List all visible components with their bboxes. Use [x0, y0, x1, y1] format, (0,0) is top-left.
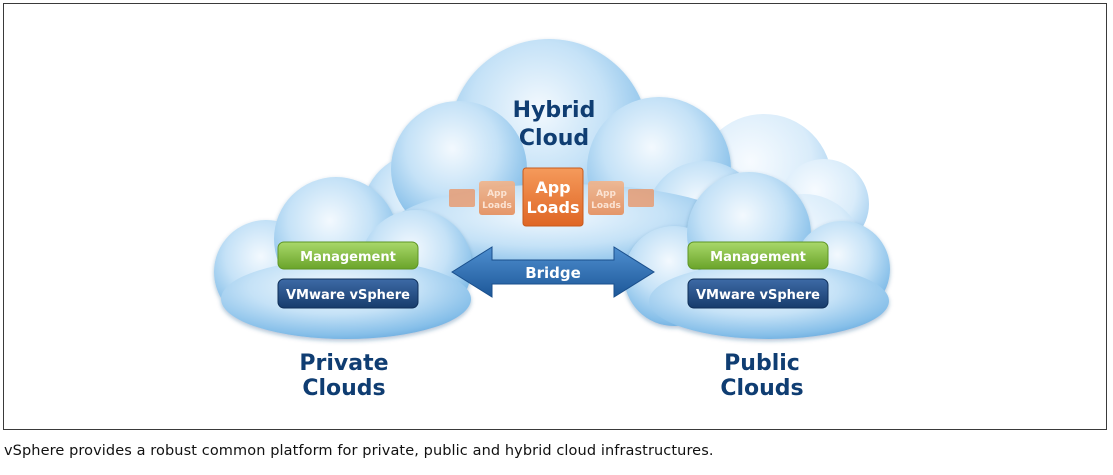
bridge-arrow: Bridge	[451, 246, 655, 298]
app-loads-center-line1: App	[535, 178, 570, 197]
public-management-label: Management	[710, 250, 806, 265]
figure-caption: vSphere provides a robust common platfor…	[4, 443, 714, 459]
public-vsphere-label: VMware vSphere	[696, 288, 820, 303]
hybrid-title-line1: Hybrid	[513, 98, 596, 123]
app-loads-right-line1: App	[596, 189, 616, 199]
app-loads-left-line1: App	[487, 189, 507, 199]
private-management-label: Management	[300, 250, 396, 265]
private-management-bar	[277, 241, 419, 270]
app-loads-box-left	[479, 181, 515, 215]
figure-frame: Hybrid Cloud App Loads App Loads App Loa…	[3, 3, 1107, 430]
public-vsphere-bar	[687, 278, 829, 309]
private-vsphere-bar	[277, 278, 419, 309]
public-stack: Management VMware vSphere	[687, 241, 829, 309]
public-management-bar	[687, 241, 829, 270]
private-title-line2: Clouds	[302, 376, 385, 401]
app-load-tile-far-right	[628, 189, 654, 207]
hybrid-cloud-diagram: Hybrid Cloud App Loads App Loads App Loa…	[214, 39, 890, 401]
app-loads-left-line2: Loads	[482, 201, 512, 211]
app-load-tile-far-left	[449, 189, 475, 207]
private-title-line1: Private	[299, 351, 388, 376]
public-title-line2: Clouds	[720, 376, 803, 401]
private-stack: Management VMware vSphere	[277, 241, 419, 309]
public-title-line1: Public	[724, 351, 800, 376]
app-loads-box-center	[522, 167, 584, 227]
app-loads-box-right	[588, 181, 624, 215]
bridge-label: Bridge	[525, 264, 581, 282]
app-loads-right-line2: Loads	[591, 201, 621, 211]
app-loads-group: App Loads App Loads App Loads	[449, 167, 654, 227]
app-loads-center-line2: Loads	[527, 198, 580, 217]
private-vsphere-label: VMware vSphere	[286, 288, 410, 303]
hybrid-title-line2: Cloud	[519, 126, 589, 151]
